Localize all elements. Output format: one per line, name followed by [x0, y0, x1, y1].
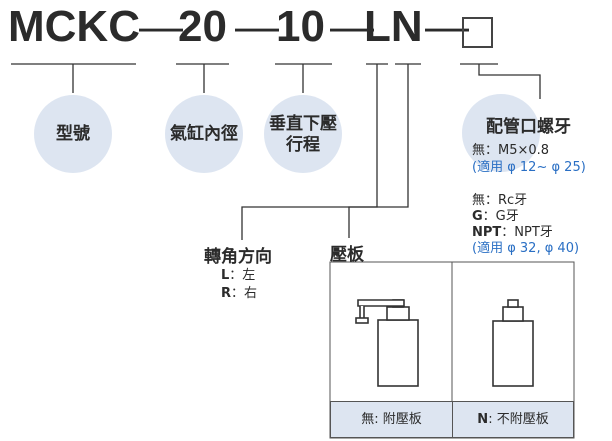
turn-plate-code: LN	[364, 2, 423, 51]
turn-text-r: ：右	[231, 286, 258, 301]
bracket-bore	[176, 63, 229, 93]
bracket-turn	[241, 63, 388, 240]
piping-note-large: (適用 φ 32, φ 40)	[472, 241, 580, 256]
plate-text-with: : 附壓板	[374, 412, 422, 427]
piping-option-g: G：G牙	[472, 209, 519, 225]
bracket-piping	[460, 63, 541, 99]
piping-code-npt: NPT	[472, 225, 502, 240]
stroke-label-line2: 行程	[286, 135, 320, 155]
bracket-stroke	[275, 63, 332, 93]
turn-text-l: ：左	[229, 268, 256, 283]
model-label: 型號	[56, 124, 90, 144]
plate-option-without: N: 不附壓板	[452, 401, 574, 438]
turn-code-l: L	[221, 268, 230, 283]
piping-code-g: G	[472, 209, 483, 224]
turn-code-r: R	[221, 286, 232, 301]
piping-text-npt: ：NPT牙	[501, 225, 553, 240]
cylinder-without-clamp-icon	[492, 299, 534, 387]
turn-heading: 轉角方向	[204, 247, 272, 267]
cylinder-with-clamp-icon	[355, 299, 419, 387]
stroke-label-line1: 垂直下壓	[269, 114, 337, 134]
model-prefix: MCKC	[8, 2, 140, 51]
separator-3: —	[330, 2, 374, 51]
turn-option-l: L：左	[221, 268, 255, 284]
separator-4: —	[425, 2, 469, 51]
plate-option-with: 無: 附壓板	[330, 401, 453, 438]
piping-note-small: (適用 φ 12~ φ 25)	[472, 160, 586, 175]
piping-heading: 配管口螺牙	[486, 117, 571, 137]
stroke-code: 10	[276, 2, 325, 51]
plate-code-without: N	[477, 412, 489, 427]
piping-code-box	[462, 17, 493, 48]
circle-piping	[462, 94, 540, 172]
piping-text-g: ：G牙	[482, 209, 519, 224]
bracket-plate	[348, 63, 421, 238]
plate-code-with: 無	[361, 412, 375, 427]
bore-code: 20	[178, 2, 227, 51]
turn-option-r: R：右	[221, 286, 257, 302]
bracket-model	[11, 63, 136, 93]
plate-heading: 壓板	[330, 245, 364, 265]
circle-model	[34, 95, 112, 173]
plate-text-without: : 不附壓板	[488, 412, 549, 427]
separator-1: —	[139, 2, 183, 51]
circle-bore	[165, 95, 243, 173]
bore-label: 氣缸內徑	[170, 124, 238, 144]
circle-stroke	[264, 95, 342, 173]
piping-option-npt: NPT：NPT牙	[472, 225, 553, 241]
separator-2: —	[235, 2, 279, 51]
piping-option-m5: 無：M5×0.8	[472, 143, 550, 158]
piping-option-rc: 無：Rc牙	[472, 193, 528, 208]
